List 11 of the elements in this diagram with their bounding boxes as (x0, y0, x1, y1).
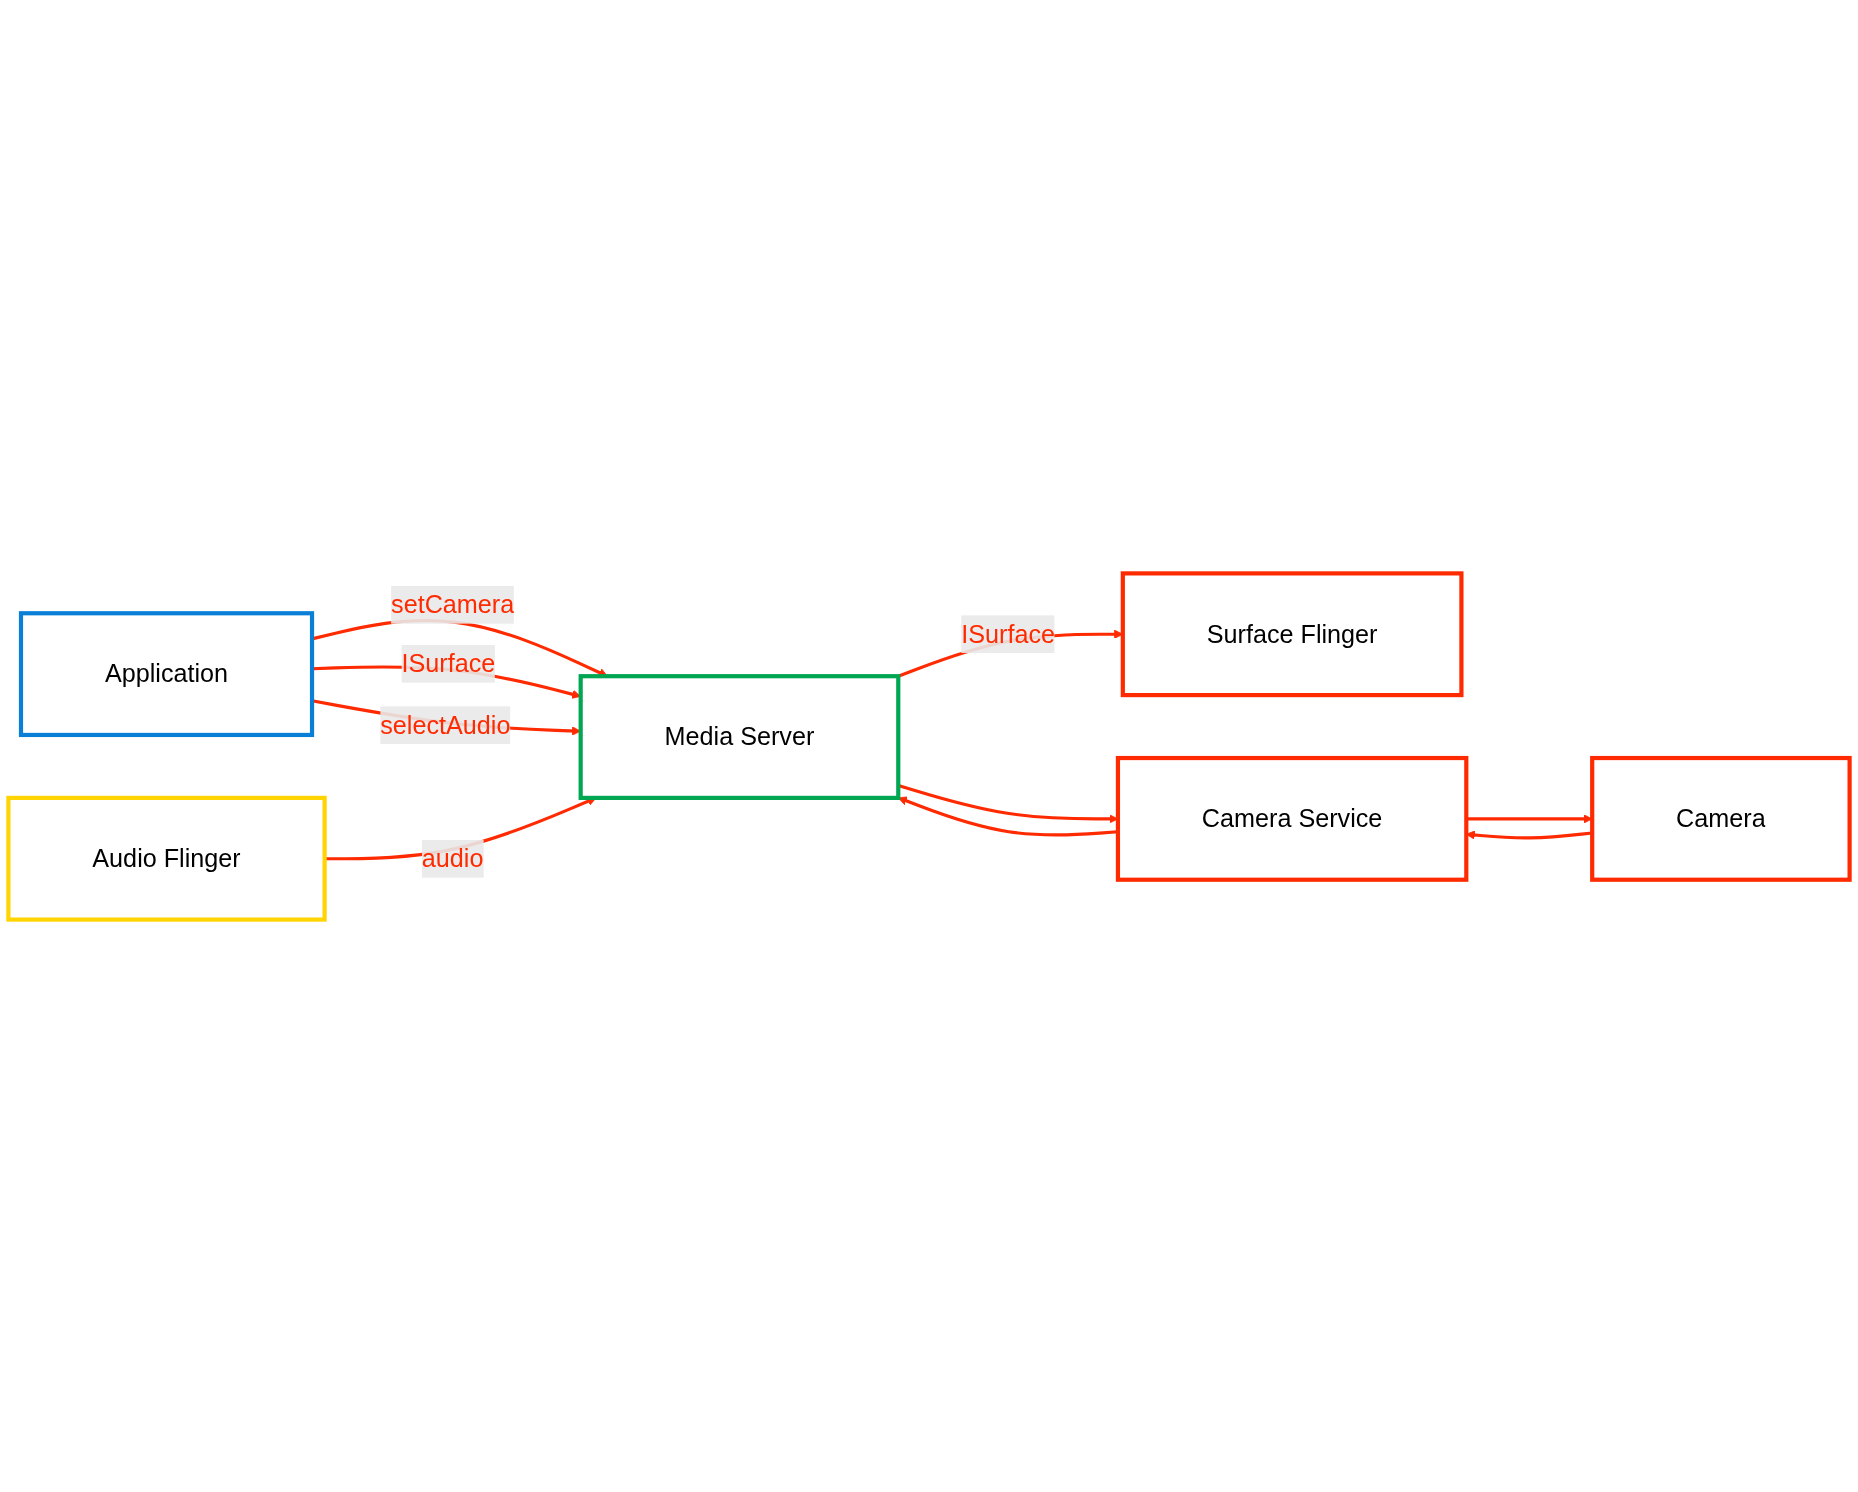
node-box: Media Server (578, 673, 901, 800)
edge-label: ISurface (401, 648, 496, 677)
node-box: Camera Service (1115, 755, 1469, 882)
node-box: Surface Flinger (1120, 570, 1464, 697)
edge-label: audio (421, 843, 484, 872)
node-box: Application (18, 610, 315, 737)
edge-label: ISurface (961, 619, 1055, 648)
node-box: Audio Flinger (6, 795, 327, 922)
edge-label: setCamera (391, 589, 515, 618)
node-box: Camera (1590, 755, 1852, 882)
edge-label: selectAudio (380, 710, 511, 739)
